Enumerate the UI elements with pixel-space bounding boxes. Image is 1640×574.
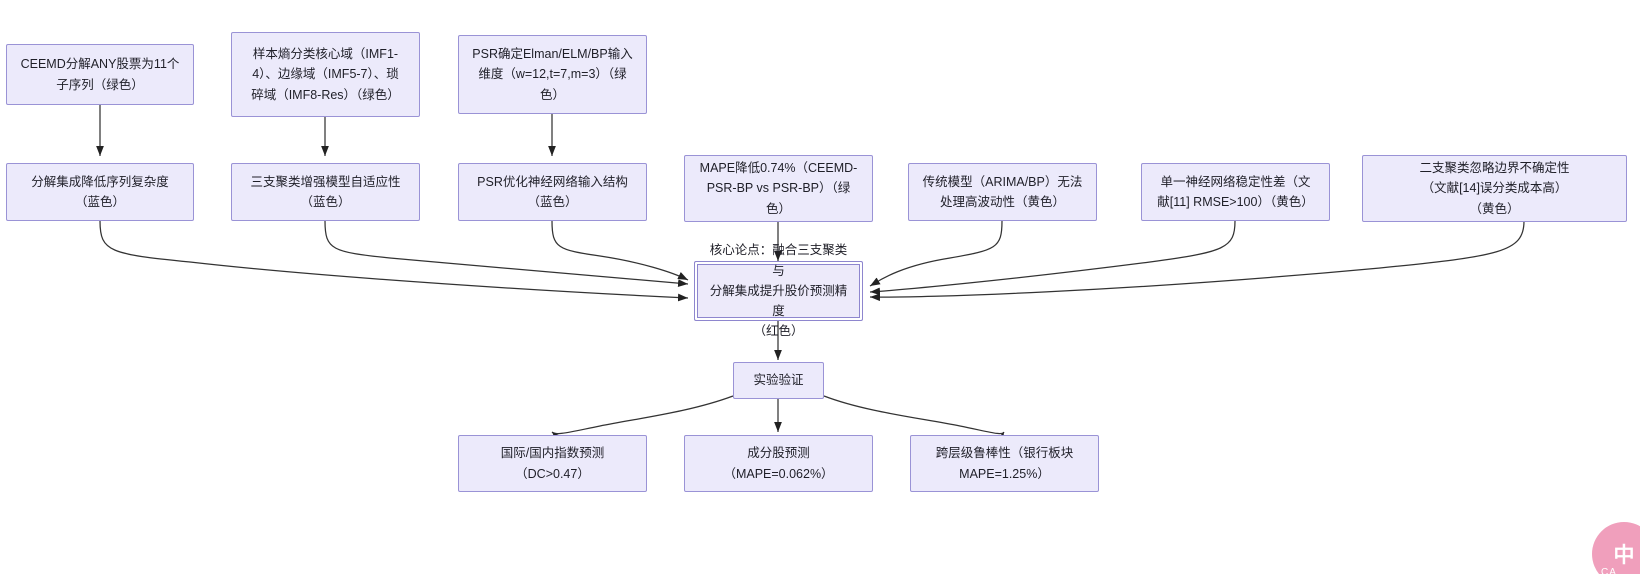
node-method-1[interactable]: CEEMD分解ANY股票为11个 子序列（绿色） — [6, 44, 194, 105]
edge-finding1-core — [99, 220, 689, 302]
node-core-claim[interactable]: 核心论点：融合三支聚类与 分解集成提升股价预测精度 （红色） — [694, 243, 863, 338]
edge-gap3-core — [869, 220, 1525, 302]
node-gap-3[interactable]: 二支聚类忽略边界不确定性 （文献[14]误分类成本高） （黄色） — [1362, 155, 1627, 222]
node-method-2[interactable]: 样本熵分类核心域（IMF1- 4）、边缘域（IMF5-7）、琐 碎域（IMF8-… — [231, 32, 420, 117]
watermark-subtext: CA — [1601, 567, 1617, 574]
node-finding-1[interactable]: 分解集成降低序列复杂度 （蓝色） — [6, 163, 194, 221]
node-finding-2[interactable]: 三支聚类增强模型自适应性 （蓝色） — [231, 163, 420, 221]
node-method-3[interactable]: PSR确定Elman/ELM/BP输入 维度（w=12,t=7,m=3）（绿 色… — [458, 35, 647, 114]
node-gap-1[interactable]: 传统模型（ARIMA/BP）无法 处理高波动性（黄色） — [908, 163, 1097, 221]
edge-finding3-core — [551, 220, 689, 281]
node-evidence-1[interactable]: MAPE降低0.74%（CEEMD- PSR-BP vs PSR-BP）（绿 色… — [684, 155, 873, 222]
edge-validation-result1 — [551, 395, 734, 442]
watermark-badge: 中 CA — [1592, 522, 1640, 574]
node-result-2[interactable]: 成分股预测 （MAPE=0.062%） — [684, 435, 873, 492]
watermark-text: 中 — [1613, 544, 1635, 567]
node-result-3[interactable]: 跨层级鲁棒性（银行板块 MAPE=1.25%） — [910, 435, 1099, 492]
node-result-1[interactable]: 国际/国内指数预测 （DC>0.47） — [458, 435, 647, 492]
node-validation[interactable]: 实验验证 — [733, 362, 824, 399]
node-finding-3[interactable]: PSR优化神经网络输入结构 （蓝色） — [458, 163, 647, 221]
edge-gap2-core — [869, 220, 1236, 296]
edge-finding2-core — [324, 220, 689, 287]
edge-gap1-core — [869, 220, 1003, 287]
node-gap-2[interactable]: 单一神经网络稳定性差（文 献[11] RMSE>100）（黄色） — [1141, 163, 1330, 221]
edge-validation-result3 — [823, 395, 1005, 443]
